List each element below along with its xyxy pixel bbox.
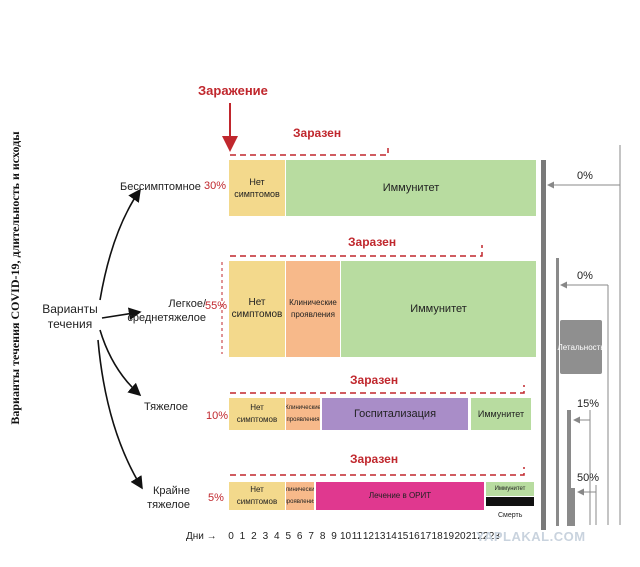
variant-percent-asymptomatic: 30% — [204, 180, 227, 192]
day-tick: 2 — [251, 531, 257, 542]
segment-immunity: Иммунитет — [341, 261, 536, 357]
segment-clinical: Клинические проявления — [286, 398, 320, 430]
contagious-label-2: Заразен — [348, 235, 397, 249]
day-tick: 21 — [465, 531, 477, 542]
day-tick: 23 — [488, 531, 500, 542]
day-tick: 20 — [454, 531, 466, 542]
contagious-lines — [230, 148, 525, 476]
contagious-label-4: Заразен — [350, 452, 399, 466]
mortality-label: Летальность — [558, 320, 605, 374]
day-tick: 0 — [228, 531, 234, 542]
variant-label-severe: Тяжелое — [144, 401, 188, 413]
segment-hospitalization: Госпитализация — [322, 398, 468, 430]
mortality-value-critical: 50% — [577, 472, 600, 484]
days-axis-label: Дни → — [186, 531, 217, 542]
segment-no-symptoms: Нет симптомов — [229, 482, 285, 510]
day-tick: 5 — [285, 531, 292, 542]
contagious-label-3: Заразен — [350, 373, 399, 387]
day-tick: 14 — [385, 531, 397, 542]
mortality-bars — [541, 160, 575, 530]
infection-label: Заражение — [198, 83, 268, 98]
mortality-value-mild: 0% — [577, 270, 593, 282]
day-tick: 7 — [308, 531, 314, 542]
day-tick: 3 — [262, 531, 269, 542]
day-tick: 1 — [239, 531, 246, 542]
day-tick: 12 — [362, 531, 374, 542]
segment-clinical: Клинические проявления — [286, 482, 314, 510]
day-tick: 19 — [442, 531, 455, 542]
segment-immunity: Иммунитет — [286, 160, 536, 216]
mortality-value-asymptomatic: 0% — [577, 170, 593, 182]
variant-percent-mild: 55% — [205, 300, 228, 312]
contagious-label-1: Заразен — [293, 126, 342, 140]
day-tick: 13 — [374, 531, 386, 542]
branch-arrows — [97, 188, 143, 490]
day-tick: 6 — [296, 531, 303, 542]
watermark: YAPLAKAL.COM — [476, 529, 586, 544]
variant-percent-severe: 10% — [206, 410, 229, 422]
segment-no-symptoms: Нет симптомов — [229, 261, 285, 357]
variant-percent-critical: 5% — [208, 492, 224, 504]
day-tick: 4 — [274, 531, 280, 542]
segment-no-symptoms: Нет симптомов — [229, 398, 285, 430]
variant-label-critical: Крайне тяжелое — [147, 485, 190, 511]
day-tick: 18 — [431, 531, 443, 542]
segment-icu: Лечение в ОРИТ — [316, 482, 484, 510]
variant-label-mild: Легкое/ среднетяжелое — [127, 298, 206, 324]
day-tick: 17 — [420, 531, 432, 542]
day-tick: 15 — [397, 531, 409, 542]
day-tick: 10 — [339, 531, 352, 542]
segment-no-symptoms: Нет симптомов — [229, 160, 285, 216]
day-tick: 9 — [331, 531, 337, 542]
day-tick: 16 — [408, 531, 420, 542]
segment-death-bar — [486, 497, 534, 506]
day-tick: 22 — [477, 531, 489, 542]
segment-immunity: Иммунитет — [486, 482, 534, 496]
mortality-value-severe: 15% — [577, 398, 600, 410]
variant-label-asymptomatic: Бессимптомное — [120, 181, 201, 193]
death-label: Смерть — [498, 512, 523, 519]
segment-immunity: Иммунитет — [471, 398, 531, 430]
root-label: Варианты течения — [42, 302, 98, 331]
day-tick: 8 — [319, 531, 326, 542]
segment-clinical: Клинические проявления — [286, 261, 340, 357]
day-tick: 11 — [351, 531, 363, 542]
